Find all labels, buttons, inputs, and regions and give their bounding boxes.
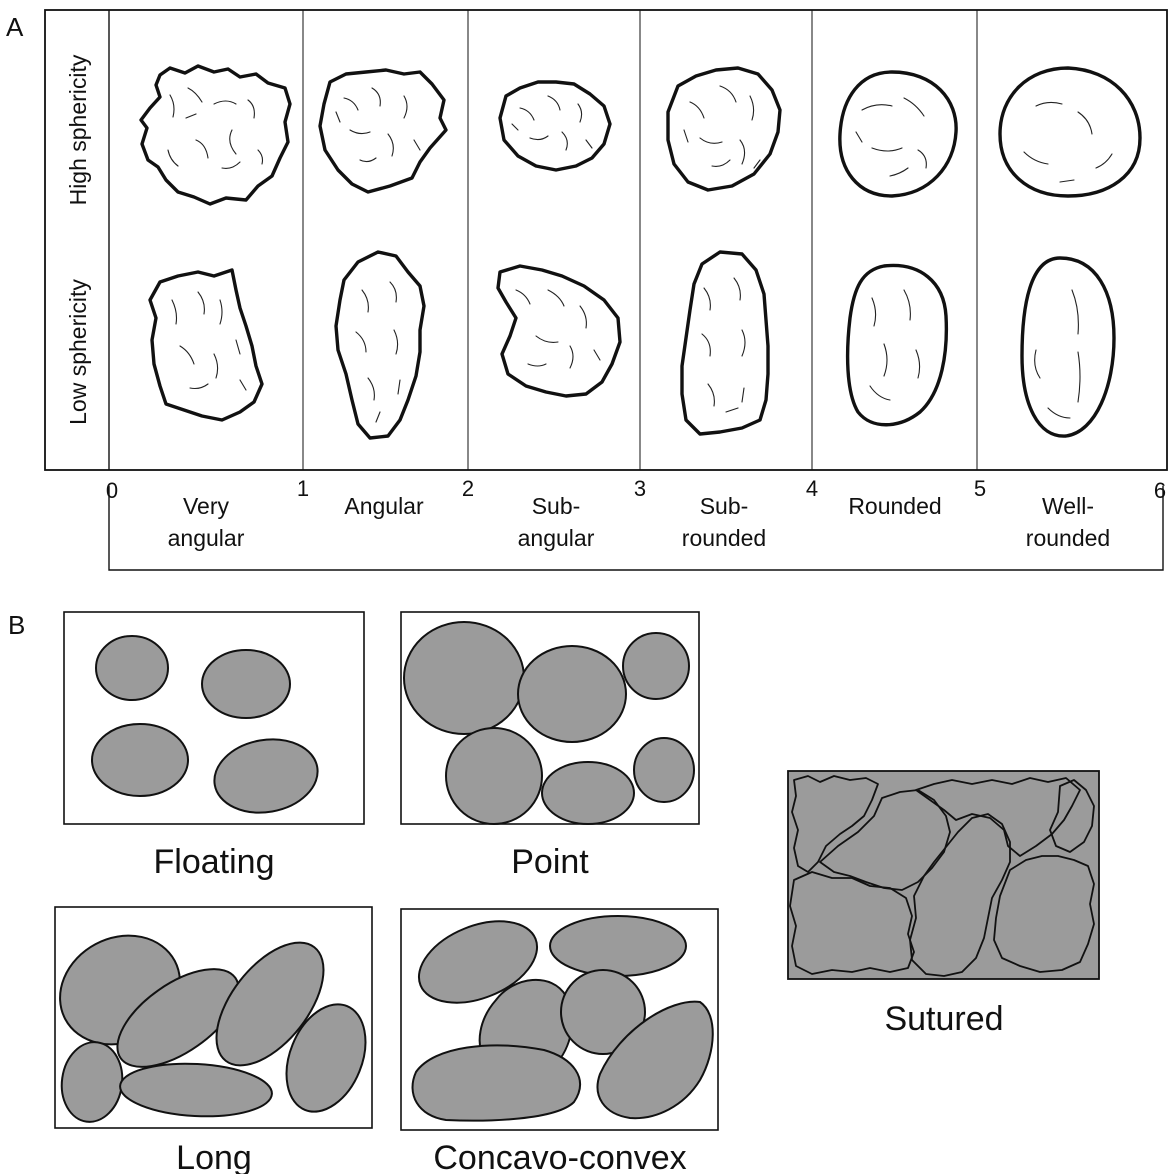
class-label-subangular-line2: angular (518, 525, 595, 551)
class-label-rounded: Rounded (848, 493, 941, 519)
long-label: Long (176, 1139, 252, 1174)
class-label-subrounded-line1: Sub- (700, 493, 749, 519)
grain-subangular-high (500, 82, 610, 170)
class-label-very-angular-line2: angular (168, 525, 245, 551)
scale-number-3: 3 (634, 476, 646, 501)
grain-well-rounded-high (1000, 68, 1140, 196)
concavo-convex-label: Concavo-convex (433, 1139, 686, 1174)
scale-number-5: 5 (974, 476, 986, 501)
high-sphericity-label: High sphericity (65, 54, 91, 205)
class-label-subrounded-line2: rounded (682, 525, 766, 551)
grain-angular-low (336, 252, 424, 438)
concavo-convex-contact-diagram (401, 905, 718, 1130)
class-label-very-angular-line1: Very (183, 493, 230, 519)
grain-subrounded-high (668, 68, 780, 190)
point-contact-diagram (401, 612, 699, 824)
panel-a-letter: A (6, 12, 24, 42)
class-label-well-rounded-line1: Well- (1042, 493, 1094, 519)
scale-number-1: 1 (297, 476, 309, 501)
low-sphericity-label: Low sphericity (65, 279, 91, 425)
scale-number-6: 6 (1154, 478, 1166, 503)
grain-angular-high (320, 70, 446, 192)
sutured-contact-diagram (788, 771, 1099, 979)
class-label-subangular-line1: Sub- (532, 493, 581, 519)
class-label-angular: Angular (344, 493, 424, 519)
scale-number-4: 4 (806, 476, 818, 501)
floating-label: Floating (154, 843, 275, 881)
scale-number-0: 0 (106, 478, 118, 503)
grain-rounded-low (848, 265, 947, 424)
grain-rounded-high (840, 72, 956, 196)
sutured-label: Sutured (884, 1000, 1003, 1038)
floating-contact-diagram (64, 612, 364, 824)
grain-very-angular-low (150, 270, 262, 420)
point-label: Point (511, 843, 589, 881)
class-label-well-rounded-line2: rounded (1026, 525, 1110, 551)
grain-very-angular-high (141, 66, 290, 204)
scale-number-2: 2 (462, 476, 474, 501)
long-contact-diagram (41, 907, 381, 1128)
grain-subangular-low (498, 266, 620, 396)
grain-subrounded-low (682, 252, 768, 434)
grain-well-rounded-low (1022, 258, 1114, 436)
panel-b-letter: B (8, 610, 25, 640)
